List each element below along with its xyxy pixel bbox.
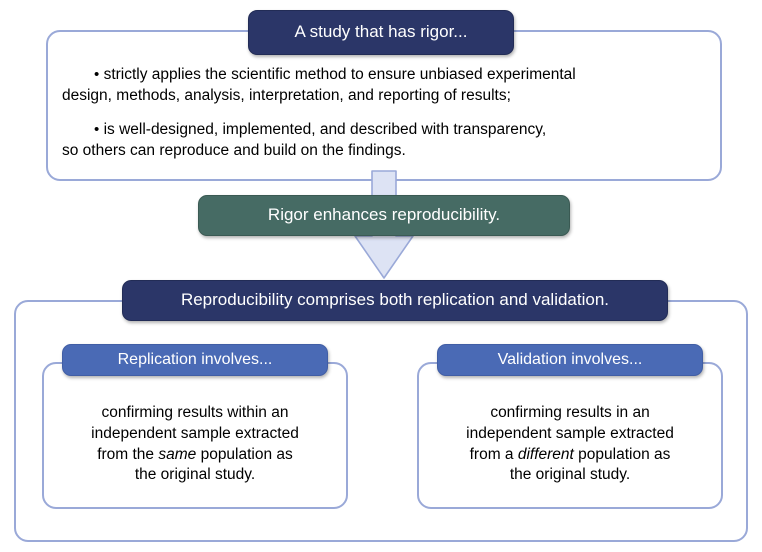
replication-line-3: from the same population as [50, 445, 340, 466]
replication-line-3-pre: from the [97, 445, 159, 463]
replication-line-4: the original study. [134, 466, 256, 484]
rigor-bullet-2: • is well-designed, implemented, and des… [62, 119, 712, 162]
rigor-bullet-1-line1: strictly applies the scientific method t… [103, 66, 576, 83]
rigor-title-box: A study that has rigor... [248, 10, 514, 55]
rigor-bullet-1: • strictly applies the scientific method… [62, 64, 712, 107]
validation-line-3-emphasis: different [517, 445, 574, 463]
validation-line-3-pre: from a [469, 445, 518, 463]
validation-line-4: the original study. [509, 466, 631, 484]
replication-header-box: Replication involves... [62, 344, 328, 376]
replication-line-1: confirming results within an [101, 404, 289, 421]
validation-line-3: from a different population as [425, 445, 715, 466]
validation-line-1: confirming results in an [490, 404, 650, 421]
rigor-bullet-2-line1: is well-designed, implemented, and descr… [103, 121, 547, 138]
replication-line-3-post: population as [196, 445, 293, 463]
bullet-marker-icon: • [94, 121, 100, 138]
replication-panel-text: confirming results within an independent… [50, 403, 340, 486]
validation-line-2: independent sample extracted [466, 424, 674, 442]
bullet-marker-icon: • [94, 66, 100, 83]
rigor-bullet-1-line2: design, methods, analysis, interpretatio… [62, 87, 511, 105]
rigor-bullet-2-line2: so others can reproduce and build on the… [62, 142, 406, 160]
replication-line-3-emphasis: same [158, 445, 197, 463]
reproducibility-header-box: Reproducibility comprises both replicati… [122, 280, 668, 321]
rigor-enhances-reproducibility-box: Rigor enhances reproducibility. [198, 195, 570, 236]
replication-line-2: independent sample extracted [91, 424, 299, 442]
validation-panel-text: confirming results in an independent sam… [425, 403, 715, 486]
validation-line-3-post: population as [573, 445, 671, 463]
validation-header-box: Validation involves... [437, 344, 703, 376]
